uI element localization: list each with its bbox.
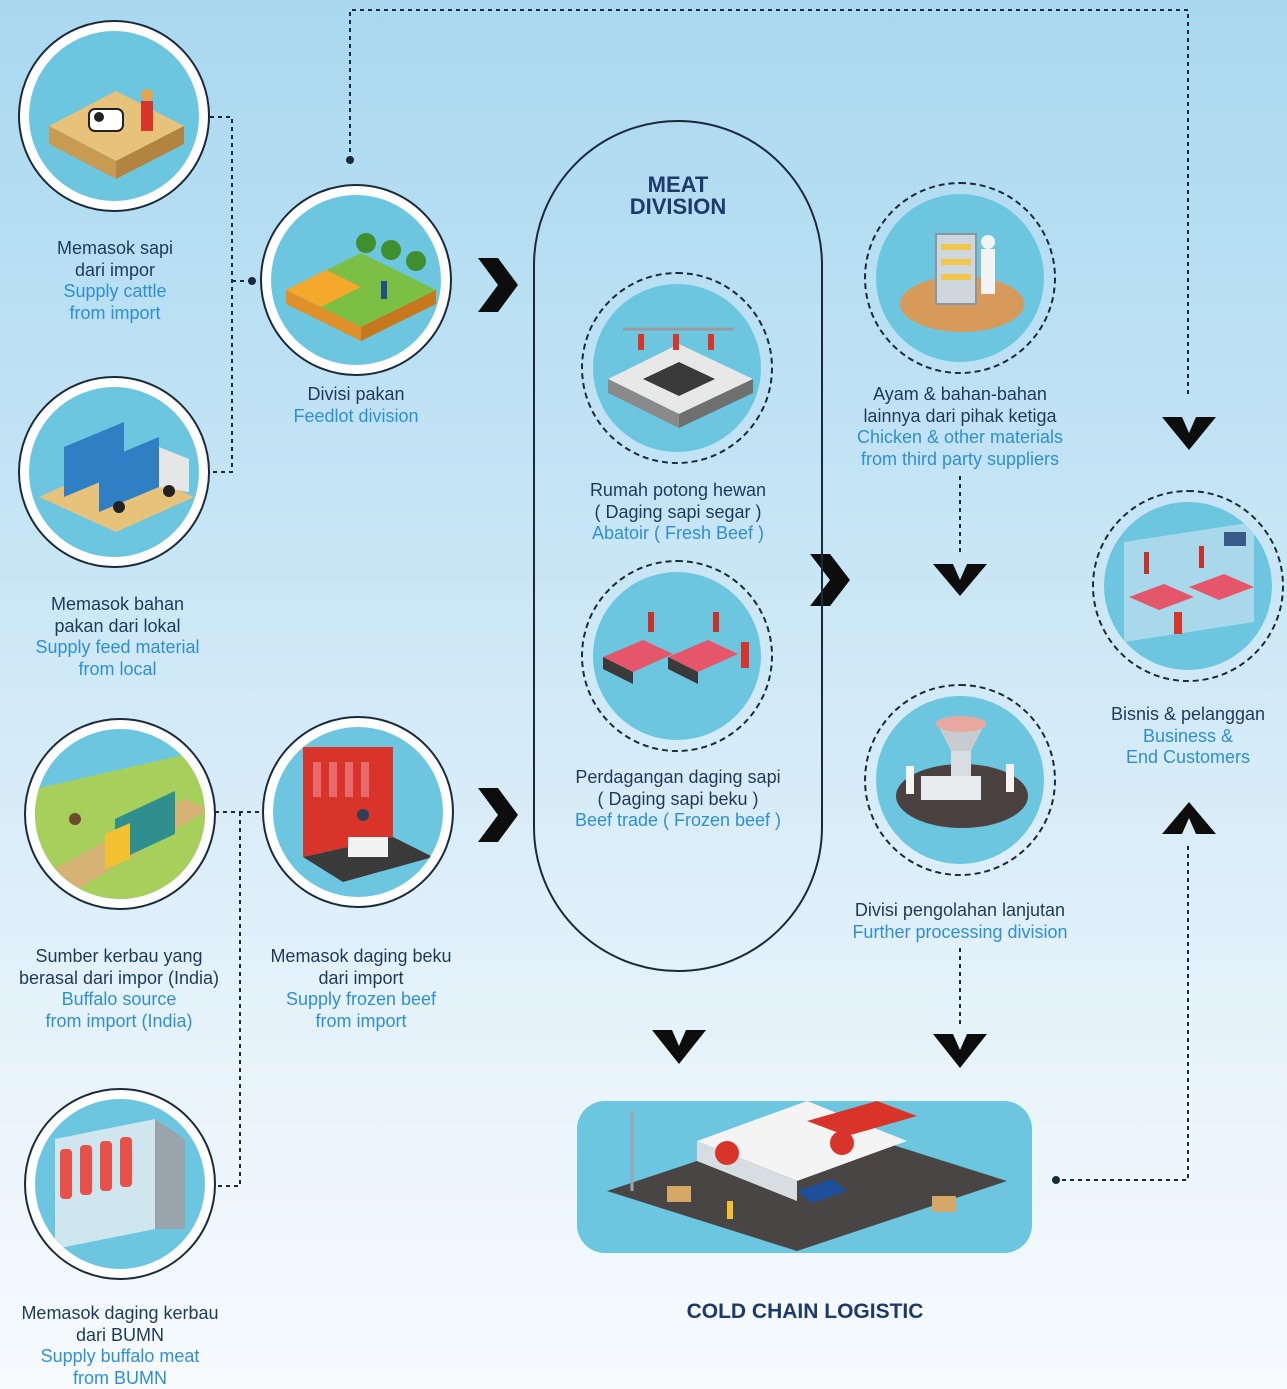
buffalo-source-circle: [24, 718, 216, 910]
cold-chain-title: COLD CHAIN LOGISTIC: [686, 1300, 924, 1323]
business-label: Bisnis & pelanggan Business & End Custom…: [1110, 704, 1266, 767]
cattle-import-label: Memasok sapi dari impor Supply cattle fr…: [56, 238, 174, 323]
frozen-import-circle: [262, 716, 454, 908]
chevron-down-icon: [1162, 417, 1216, 450]
connector-cattle-feed-bracket: [210, 116, 233, 473]
beef-trade-circle: [581, 560, 773, 752]
abattoir-circle: [581, 272, 773, 464]
feedlot-farm-icon: [286, 233, 436, 341]
feed-supply-label: Memasok bahan pakan dari lokal Supply fe…: [35, 594, 200, 679]
butcher-shop-icon: [303, 747, 433, 882]
connector-dot: [346, 156, 354, 164]
chevron-down-icon: [652, 1030, 706, 1064]
beef-trade-label: Perdagangan daging sapi ( Daging sapi be…: [574, 767, 782, 830]
chevron-down-icon: [933, 1034, 987, 1068]
meat-division-container: [533, 120, 823, 972]
chevron-down-icon: [933, 564, 987, 596]
cold-chain-illustration: [577, 1101, 1032, 1253]
processing-label: Divisi pengolahan lanjutan Further proce…: [852, 900, 1068, 942]
poultry-rack-icon: [900, 233, 1024, 332]
retail-store-icon: [1124, 522, 1254, 642]
buffalo-truck-icon: [35, 749, 205, 899]
chevron-up-icon: [1162, 802, 1216, 834]
feed-supply-circle: [18, 376, 210, 568]
chevron-right-icon: [478, 788, 518, 842]
meat-counter-icon: [603, 612, 749, 684]
meat-cold-storage-icon: [55, 1119, 185, 1249]
slaughter-line-icon: [608, 327, 753, 428]
buffalo-bumn-circle: [24, 1088, 216, 1280]
connector-dot: [1052, 1176, 1060, 1184]
chicken-circle: [864, 182, 1056, 374]
warehouse-trucks-icon: [607, 1101, 1007, 1251]
business-circle: [1092, 490, 1284, 682]
connector-feedlot-to-business: [349, 9, 1189, 398]
feedlot-label: Divisi pakan Feedlot division: [293, 384, 419, 426]
connector-dot: [248, 277, 256, 285]
processing-circle: [864, 684, 1056, 876]
chicken-label: Ayam & bahan-bahan lainnya dari pihak ke…: [856, 384, 1064, 469]
meat-division-title: MEAT DIVISION: [629, 172, 727, 219]
chevron-right-icon: [478, 258, 518, 312]
chevron-right-icon: [810, 554, 850, 606]
abattoir-label: Rumah potong hewan ( Daging sapi segar )…: [589, 480, 767, 543]
delivery-trucks-icon: [39, 422, 194, 532]
connector-cold-to-business: [1062, 842, 1189, 1181]
frozen-import-label: Memasok daging beku dari import Supply f…: [270, 946, 452, 1031]
cow-farm-icon: [49, 89, 184, 179]
buffalo-source-label: Sumber kerbau yang berasal dari impor (I…: [18, 946, 220, 1031]
feedlot-circle: [260, 184, 452, 376]
cattle-import-circle: [18, 20, 210, 212]
processing-machine-icon: [896, 716, 1028, 828]
buffalo-bumn-label: Memasok daging kerbau dari BUMN Supply b…: [21, 1303, 219, 1388]
